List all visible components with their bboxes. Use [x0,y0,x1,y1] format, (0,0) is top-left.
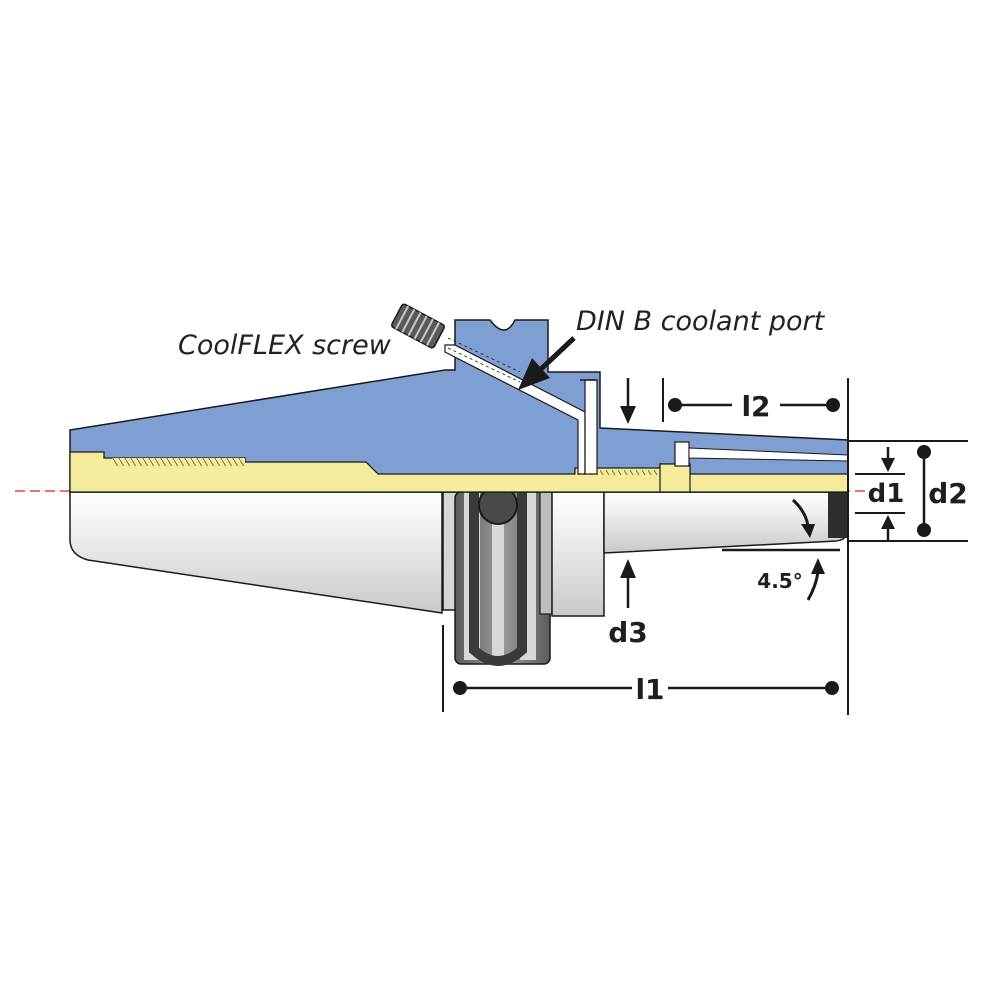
collar [551,491,605,617]
coolflex-screw-label: CoolFLEX screw [178,330,392,361]
coolflex-screw-icon [391,303,445,349]
l2-dimension [668,398,840,412]
l1-dimension [453,681,839,695]
d1-dimension [881,447,895,540]
lower-half-exterior [69,485,849,666]
d2-label: d2 [928,477,968,510]
angle-arrow-upper [791,498,815,538]
angle-label: 4.5° [757,569,802,593]
bore-thread [112,458,245,466]
coolant-channel [444,337,598,475]
angle-arrow-lower [806,558,825,601]
upper-half-section [69,319,849,493]
din-b-arrow [518,336,576,390]
d2-dimension [917,445,931,537]
flange [442,485,553,666]
din-b-coolant-port-label: DIN B coolant port [576,306,826,337]
l1-label: l1 [635,673,664,706]
l2-label: l2 [741,390,770,423]
nose-taper [603,491,849,554]
taper-shank [69,491,443,614]
gauge-arrow [620,378,636,424]
body-section [69,319,849,493]
d1-label: d1 [868,479,905,509]
d3-label: d3 [608,616,648,649]
d3-arrow [620,559,636,608]
